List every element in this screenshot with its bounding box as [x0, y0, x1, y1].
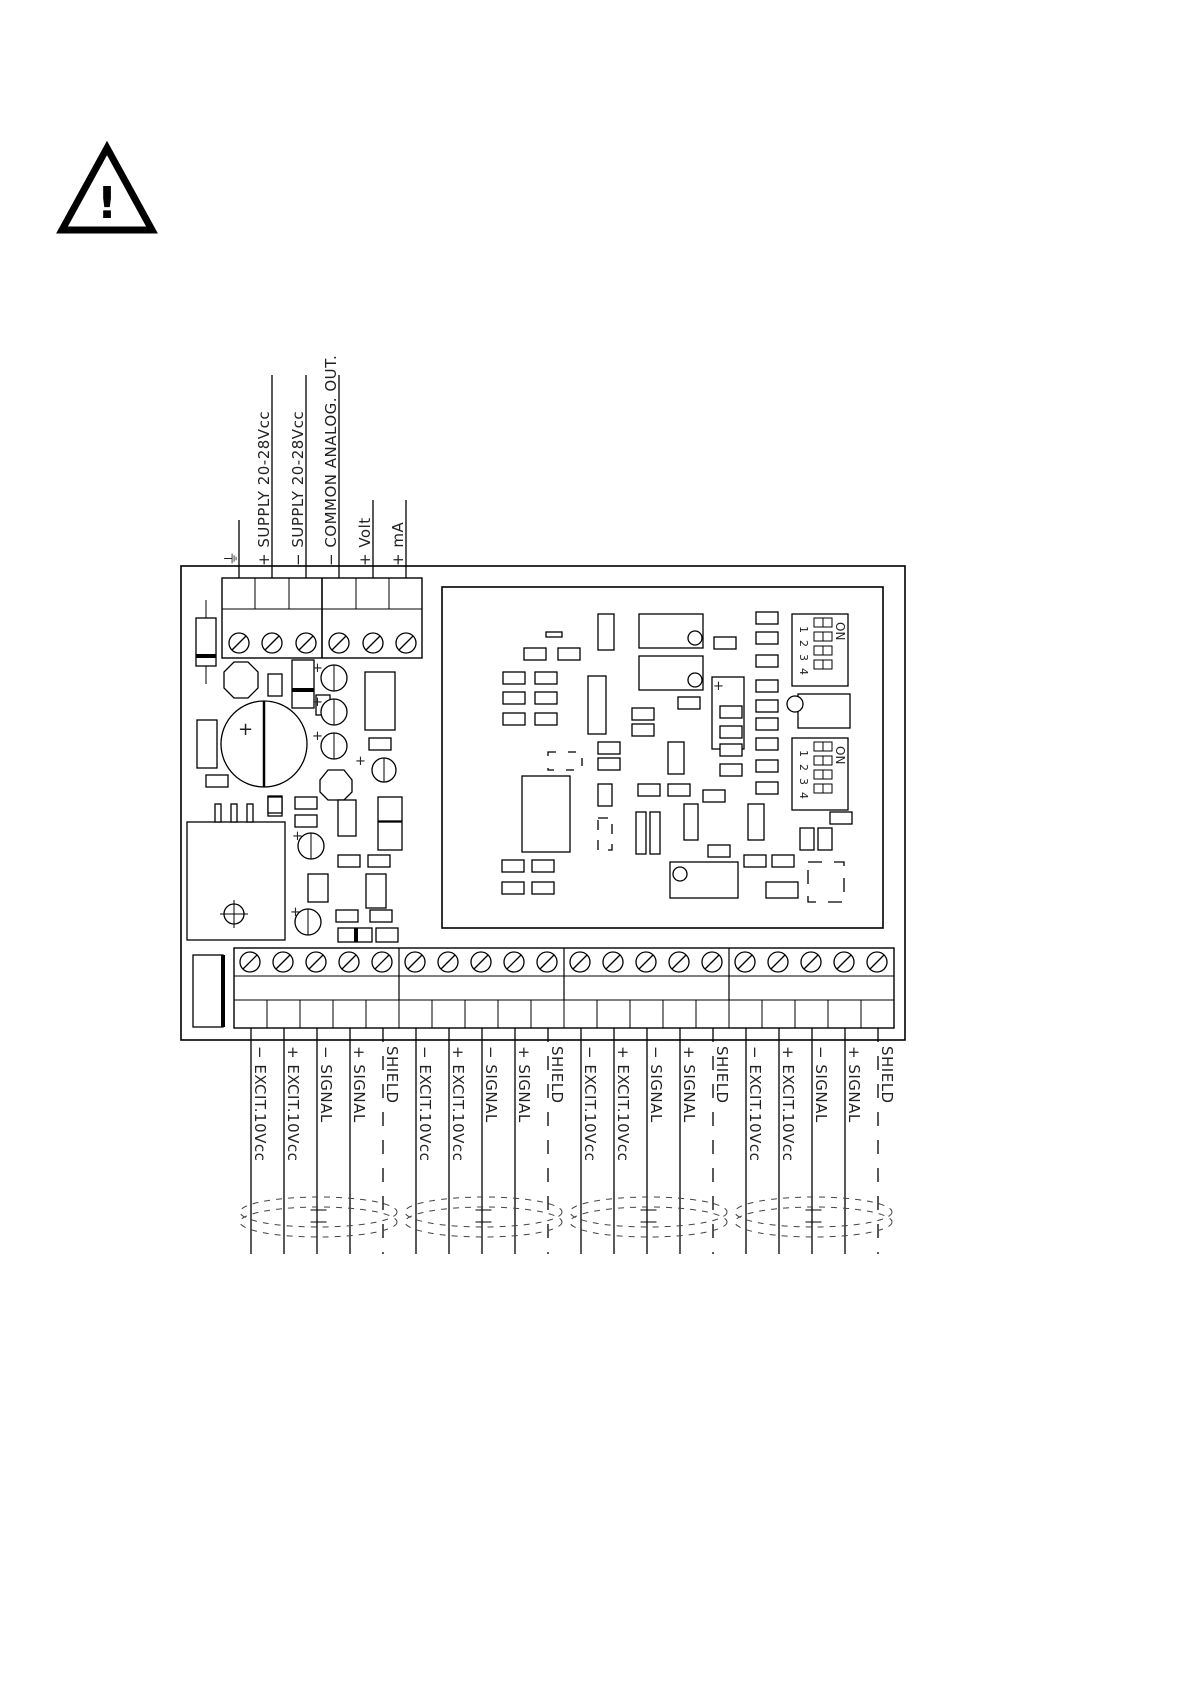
dip-switch-1[interactable]: ON 1 2 3 4 — [791, 613, 849, 687]
top-terminal-label: + Volt — [356, 517, 374, 566]
channel-terminal-label: − SIGNAL — [647, 1046, 665, 1123]
warning-triangle-icon: ! — [56, 140, 158, 234]
svg-text:+: + — [290, 905, 301, 920]
sub-board — [441, 586, 884, 929]
shielded-cable-bundle — [734, 1196, 893, 1228]
svg-text:+: + — [312, 695, 323, 710]
terminal-screw[interactable] — [328, 632, 350, 654]
top-terminal-label: − COMMON ANALOG. OUT. — [322, 355, 340, 566]
warning-exclamation: ! — [97, 178, 117, 229]
channel-terminal-label: + SIGNAL — [680, 1046, 698, 1123]
channel-terminal-label: + EXCIT.10Vcc — [779, 1046, 797, 1161]
terminal-screw[interactable] — [569, 951, 591, 973]
terminal-screw[interactable] — [261, 632, 283, 654]
svg-text:+: + — [312, 729, 323, 744]
terminal-screw[interactable] — [767, 951, 789, 973]
dip-position-number: 4 — [797, 792, 810, 799]
shielded-cable-bundle — [569, 1196, 728, 1228]
power-components: + + + + + + — [186, 600, 403, 1028]
terminal-screw[interactable] — [395, 632, 417, 654]
dip-on-label: ON — [833, 746, 847, 764]
channel-terminal-label: SHIELD — [548, 1046, 566, 1104]
terminal-screw[interactable] — [470, 951, 492, 973]
dip-position-number: 2 — [797, 640, 810, 647]
terminal-screw[interactable] — [437, 951, 459, 973]
terminal-screw[interactable] — [371, 951, 393, 973]
dip-position-number: 1 — [797, 626, 810, 633]
terminal-screw[interactable] — [272, 951, 294, 973]
channel-terminal-label: + SIGNAL — [845, 1046, 863, 1123]
top-terminal-label: − SUPPLY 20-28Vcc — [289, 411, 307, 566]
terminal-screw[interactable] — [362, 632, 384, 654]
dip-position-number: 1 — [797, 750, 810, 757]
terminal-screw[interactable] — [866, 951, 888, 973]
terminal-screw[interactable] — [239, 951, 261, 973]
sub-board-components: + — [501, 611, 853, 903]
channel-terminal-label: − EXCIT.10Vcc — [416, 1046, 434, 1161]
svg-text:+: + — [713, 679, 724, 694]
terminal-screw[interactable] — [734, 951, 756, 973]
channel-terminal-label: − EXCIT.10Vcc — [746, 1046, 764, 1161]
dip-position-number: 4 — [797, 668, 810, 675]
svg-text:+: + — [292, 829, 303, 844]
terminal-screw[interactable] — [668, 951, 690, 973]
channel-terminal-label: SHIELD — [878, 1046, 896, 1104]
terminal-screw[interactable] — [536, 951, 558, 973]
top-terminal-label: ⏚ — [222, 550, 240, 566]
dip-switch-2[interactable]: ON 1 2 3 4 — [791, 737, 849, 811]
channel-terminal-label: − EXCIT.10Vcc — [581, 1046, 599, 1161]
bottom-terminal-block — [233, 947, 895, 1029]
top-terminal-label: + SUPPLY 20-28Vcc — [255, 411, 273, 566]
channel-terminal-label: + SIGNAL — [350, 1046, 368, 1123]
dip-position-number: 3 — [797, 778, 810, 785]
dip-position-number: 3 — [797, 654, 810, 661]
terminal-screw[interactable] — [833, 951, 855, 973]
channel-terminal-label: SHIELD — [383, 1046, 401, 1104]
channel-terminal-label: + SIGNAL — [515, 1046, 533, 1123]
channel-terminal-label: − SIGNAL — [812, 1046, 830, 1123]
terminal-screw[interactable] — [800, 951, 822, 973]
terminal-screw[interactable] — [295, 632, 317, 654]
terminal-screw[interactable] — [635, 951, 657, 973]
channel-terminal-label: + EXCIT.10Vcc — [614, 1046, 632, 1161]
channel-terminal-label: + EXCIT.10Vcc — [449, 1046, 467, 1161]
terminal-screw[interactable] — [305, 951, 327, 973]
terminal-screw[interactable] — [503, 951, 525, 973]
shielded-cable-bundle — [239, 1196, 398, 1228]
dip-on-label: ON — [833, 622, 847, 640]
channel-terminal-label: − EXCIT.10Vcc — [251, 1046, 269, 1161]
top-terminal-block — [221, 577, 423, 659]
channel-terminal-label: − SIGNAL — [317, 1046, 335, 1123]
dip-position-number: 2 — [797, 764, 810, 771]
svg-text:+: + — [238, 719, 253, 740]
terminal-screw[interactable] — [701, 951, 723, 973]
channel-terminal-label: + EXCIT.10Vcc — [284, 1046, 302, 1161]
channel-terminal-label: SHIELD — [713, 1046, 731, 1104]
top-terminal-label: + mA — [389, 522, 407, 566]
shielded-cable-bundle — [404, 1196, 563, 1228]
board-outline — [180, 565, 906, 1041]
svg-text:+: + — [355, 754, 366, 769]
terminal-screw[interactable] — [602, 951, 624, 973]
svg-text:+: + — [312, 661, 323, 676]
channel-terminal-label: − SIGNAL — [482, 1046, 500, 1123]
terminal-screw[interactable] — [338, 951, 360, 973]
terminal-screw[interactable] — [404, 951, 426, 973]
terminal-screw[interactable] — [228, 632, 250, 654]
